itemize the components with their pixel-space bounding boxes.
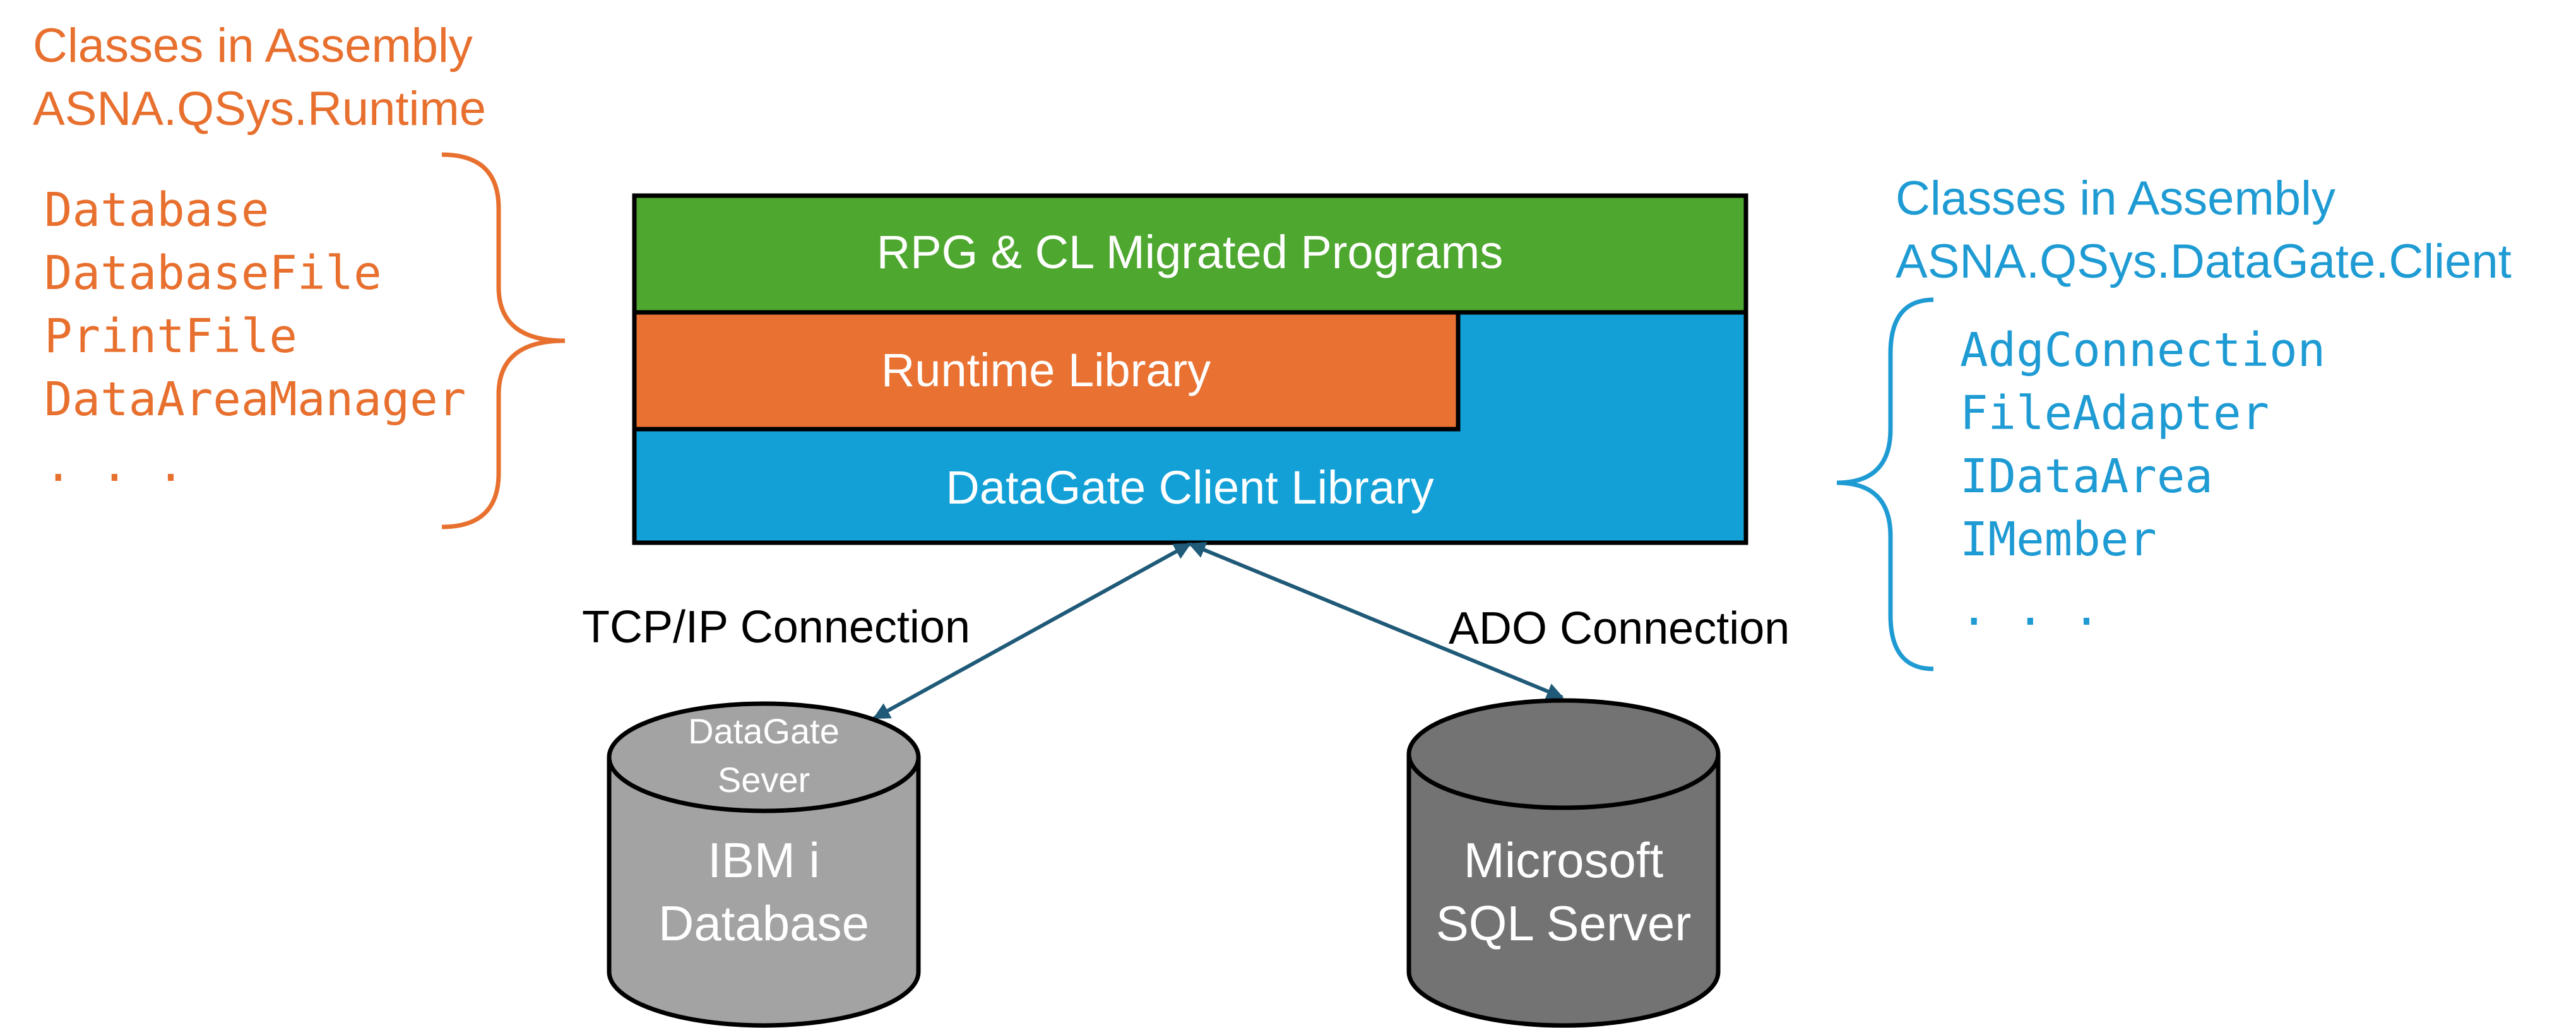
datagate-class-ellipsis: . . . — [1960, 582, 2101, 636]
runtime-assembly-title-line2: ASNA.QSys.Runtime — [33, 82, 486, 136]
runtime-assembly-group: Classes in Assembly ASNA.QSys.Runtime Da… — [33, 19, 566, 529]
ibm-cylinder-body — [607, 757, 921, 1028]
datagate-server-label-line2: Sever — [718, 760, 810, 800]
datagate-assembly-title-line2: ASNA.QSys.DataGate.Client — [1896, 235, 2512, 288]
runtime-library-layer — [632, 310, 1461, 432]
runtime-assembly-title-line1: Classes in Assembly — [33, 19, 473, 73]
ado-connection-arrow — [1188, 541, 1564, 700]
sql-server-label-line1: Microsoft — [1464, 832, 1664, 888]
library-stack: RPG & CL Migrated Programs Runtime Libra… — [632, 193, 1748, 545]
client-library-label: DataGate Client Library — [946, 461, 1433, 514]
connections: TCP/IP Connection ADO Connection — [582, 541, 1790, 720]
datagate-class-item: FileAdapter — [1960, 386, 2269, 440]
sql-server-cylinder: Microsoft SQL Server — [1406, 698, 1721, 1028]
datagate-class-item: IDataArea — [1960, 449, 2213, 504]
runtime-class-item: Database — [44, 183, 269, 237]
sql-cylinder-body — [1406, 754, 1721, 1028]
sql-cylinder-top — [1406, 698, 1721, 810]
ibm-i-database-cylinder: DataGate Sever IBM i Database — [607, 701, 921, 1028]
ibm-database-label-line2: Database — [658, 895, 869, 951]
ibm-database-label-line1: IBM i — [708, 832, 820, 888]
runtime-class-ellipsis: . . . — [44, 438, 185, 492]
datagate-assembly-group: Classes in Assembly ASNA.QSys.DataGate.C… — [1836, 172, 2512, 671]
runtime-class-item: DatabaseFile — [44, 246, 382, 300]
sql-server-label-line2: SQL Server — [1436, 895, 1692, 951]
runtime-class-item: DataAreaManager — [44, 372, 466, 427]
tcp-ip-connection-label: TCP/IP Connection — [582, 602, 970, 653]
datagate-assembly-title-line1: Classes in Assembly — [1896, 172, 2336, 225]
ibm-cylinder-top — [607, 701, 921, 813]
programs-layer — [632, 193, 1748, 315]
runtime-class-item: PrintFile — [44, 309, 297, 363]
datagate-brace — [1836, 297, 1934, 671]
datagate-server-label-line1: DataGate — [688, 711, 840, 751]
tcp-ip-connection-arrow — [872, 542, 1192, 720]
datagate-class-item: AdgConnection — [1960, 323, 2325, 377]
runtime-library-label: Runtime Library — [881, 344, 1211, 396]
runtime-brace — [441, 152, 566, 529]
programs-label: RPG & CL Migrated Programs — [877, 226, 1503, 278]
ado-connection-label: ADO Connection — [1449, 603, 1790, 654]
datagate-class-item: IMember — [1960, 512, 2157, 567]
